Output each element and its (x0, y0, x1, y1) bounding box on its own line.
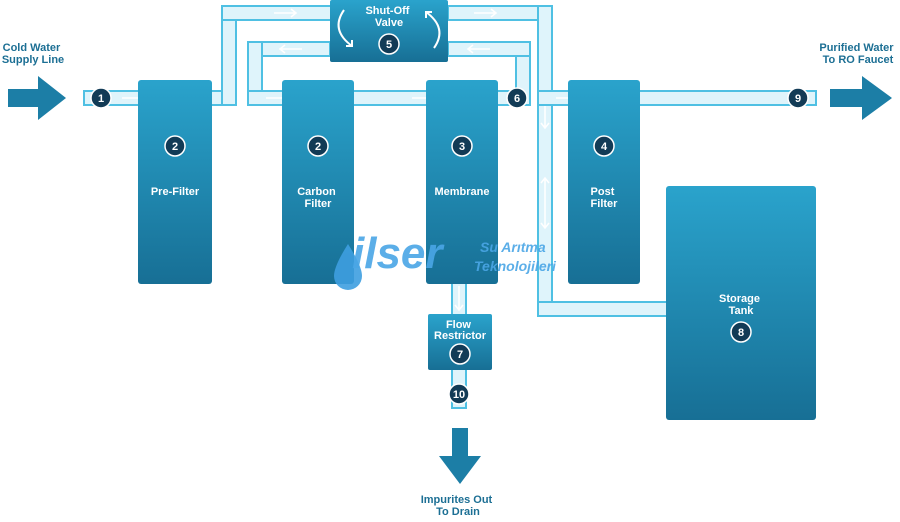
flow-arrow-drain (454, 286, 464, 312)
prefilter-box (138, 80, 212, 284)
badge-postfilter-circle (593, 135, 615, 157)
badge-membrane-circle (451, 135, 473, 157)
flow-arrow-updown (540, 176, 550, 230)
badge-postfilter-number: 4 (601, 141, 608, 153)
badge-restrictor: 7 (449, 343, 471, 365)
badge-prefilter-circle (164, 135, 186, 157)
input-arrow-icon (8, 76, 66, 120)
flow-arrow-valve-right (466, 44, 490, 54)
marker-drain-circle (448, 383, 470, 405)
joint-c (249, 43, 261, 55)
watermark-tagline-1: Su Arıtma (480, 239, 546, 255)
carbon-filter-box (282, 80, 354, 284)
storage-tank-label: Storage Tank (719, 293, 763, 317)
marker-junction-number: 6 (514, 93, 520, 105)
output-label: Purified Water To RO Faucet (819, 42, 896, 66)
marker-inlet-number: 1 (98, 93, 104, 105)
post-filter-box (568, 80, 640, 284)
marker-drain: 10 (448, 383, 470, 405)
marker-outlet-number: 9 (795, 93, 801, 105)
marker-outlet: 9 (787, 87, 809, 109)
flow-arrow-down (540, 106, 550, 130)
valve-swirl-left-head (346, 40, 353, 47)
carbon-filter-label: Carbon Filter (297, 186, 339, 210)
badge-valve-circle (378, 33, 400, 55)
marker-junction: 6 (506, 87, 528, 109)
badge-valve-number: 5 (386, 39, 392, 51)
joint-g (539, 7, 551, 19)
storage-tank-box (666, 186, 816, 420)
joint-i (539, 303, 551, 315)
marker-inlet-circle (90, 87, 112, 109)
joint-h (539, 92, 551, 104)
flow-arrow-top-left (274, 8, 298, 18)
prefilter-label: Pre-Filter (151, 186, 200, 198)
badge-carbon: 2 (307, 135, 329, 157)
badge-membrane-number: 3 (459, 141, 465, 153)
joint-d (249, 92, 261, 104)
valve-swirl-right-head (425, 11, 432, 18)
joint-a (223, 92, 235, 104)
badge-tank-circle (730, 321, 752, 343)
badge-membrane: 3 (451, 135, 473, 157)
flow-arrow-return (278, 44, 302, 54)
valve-swirl-icon (337, 9, 441, 49)
watermark-logo: ilser Su Arıtma Teknolojileri (334, 229, 557, 290)
pipe-to-tank (537, 301, 671, 317)
marker-inlet: 1 (90, 87, 112, 109)
joint-f (517, 43, 529, 55)
marker-drain-number: 10 (453, 389, 465, 401)
membrane-box (426, 80, 498, 284)
watermark-brand: ilser (352, 229, 445, 278)
pipe-top-right (447, 5, 553, 21)
valve-swirl-left (337, 9, 353, 47)
input-label: Cold Water Supply Line (2, 42, 64, 66)
badge-restrictor-circle (449, 343, 471, 365)
drain-arrow-icon (439, 428, 481, 484)
marker-outlet-circle (787, 87, 809, 109)
water-drop-icon (334, 244, 362, 290)
valve-swirl-right (425, 11, 441, 49)
watermark-tagline-2: Teknolojileri (474, 258, 557, 274)
flow-arrow-top-right (474, 8, 498, 18)
drain-label: Impurites Out To Drain (421, 494, 496, 518)
membrane-label: Membrane (434, 186, 489, 198)
badge-valve: 5 (378, 33, 400, 55)
flow-restrictor-box (428, 314, 492, 370)
marker-junction-circle (506, 87, 528, 109)
joint-b (223, 7, 235, 19)
badge-prefilter: 2 (164, 135, 186, 157)
badge-prefilter-number: 2 (172, 141, 178, 153)
badge-carbon-number: 2 (315, 141, 321, 153)
badge-carbon-circle (307, 135, 329, 157)
shut-off-valve-box (330, 0, 448, 62)
badge-restrictor-number: 7 (457, 349, 463, 361)
badge-tank: 8 (730, 321, 752, 343)
post-filter-label: Post Filter (591, 186, 619, 210)
flow-restrictor-label: Flow Restrictor (434, 319, 487, 342)
badge-tank-number: 8 (738, 327, 744, 339)
output-arrow-icon (830, 76, 892, 120)
valve-label: Shut-Off Valve (365, 5, 412, 29)
badge-postfilter: 4 (593, 135, 615, 157)
